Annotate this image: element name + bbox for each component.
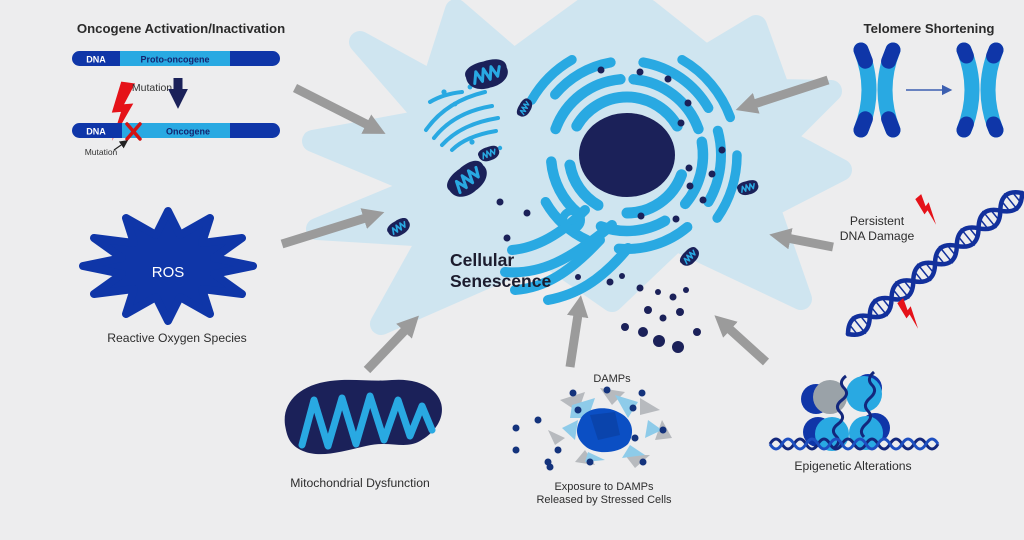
arrow-ros-to-cell: [280, 208, 385, 249]
dna-damage-title-line1: Persistent: [850, 214, 905, 228]
golgi-vesicles: [441, 84, 503, 151]
ros-section: ROS Reactive Oxygen Species: [79, 207, 257, 345]
center-title-line1: Cellular: [450, 250, 514, 270]
dna-label-2: DNA: [86, 127, 106, 137]
telomere-title: Telomere Shortening: [864, 21, 995, 36]
dna-strand: [768, 437, 940, 451]
oncogene-label: Oncogene: [166, 127, 210, 137]
secreted-dots: [575, 273, 701, 353]
senescent-cell: Cellular Senescence: [302, 0, 852, 353]
dna-label-1: DNA: [86, 55, 106, 65]
cell-granules: [496, 66, 726, 242]
golgi-apparatus: [424, 90, 500, 152]
mitochondrion-cristae: [298, 392, 436, 450]
chromosome-short-telomeres: [956, 42, 1004, 138]
damage-bolt-icon-top: [913, 193, 943, 227]
arrow-telomere-to-cell: [735, 75, 830, 114]
damps-section: DAMPs: [512, 373, 672, 506]
oncogene-title: Oncogene Activation/Inactivation: [77, 21, 285, 36]
cause-arrows: [280, 75, 834, 374]
damps-caption-line2: Released by Stressed Cells: [536, 494, 672, 506]
epigenetic-caption: Epigenetic Alterations: [794, 459, 911, 473]
oncogene-section: Oncogene Activation/Inactivation DNA Pro…: [72, 21, 285, 157]
telomere-section: Telomere Shortening: [853, 21, 1004, 138]
mutation-callout-label: Mutation: [85, 147, 118, 157]
oncogene-bar: DNA Oncogene: [72, 122, 280, 141]
damps-dots: [512, 386, 667, 471]
arrow-epigenetic-to-cell: [714, 315, 770, 366]
mitochondria-caption: Mitochondrial Dysfunction: [290, 476, 430, 490]
endoplasmic-reticulum: [500, 54, 742, 305]
mutation-label: Mutation: [132, 82, 172, 94]
ros-label: ROS: [152, 264, 185, 281]
mutation-x-icon: [125, 122, 142, 141]
proto-oncogene-bar: DNA Proto-oncogene: [72, 51, 280, 66]
dna-helix-icon: [845, 188, 1024, 339]
mutation-callout-arrow: [113, 140, 129, 151]
mitochondria-section: Mitochondrial Dysfunction: [284, 379, 442, 490]
nucleus: [579, 113, 675, 197]
nucleosome-icon: [768, 370, 940, 451]
dna-damage-section: Persistent DNA Damage: [840, 188, 1024, 339]
arrow-mito-to-cell: [363, 315, 419, 374]
epigenetic-section: Epigenetic Alterations: [768, 370, 940, 473]
ros-caption: Reactive Oxygen Species: [107, 331, 247, 345]
arrow-oncogene-to-cell: [292, 83, 386, 134]
ros-burst-icon: [79, 207, 257, 325]
damage-bolt-icon-bottom: [895, 297, 925, 331]
arrow-dna-damage-to-cell: [769, 228, 834, 252]
damps-label: DAMPs: [593, 373, 631, 385]
dna-damage-title-line2: DNA Damage: [840, 229, 915, 243]
arrow-damps-to-cell: [565, 295, 589, 368]
proto-oncogene-label: Proto-oncogene: [141, 55, 210, 65]
stressed-cell-icon: [548, 388, 672, 468]
center-title-line2: Senescence: [450, 271, 551, 291]
damps-caption-line1: Exposure to DAMPs: [554, 481, 654, 493]
chromosome-long-telomeres: [853, 42, 901, 138]
